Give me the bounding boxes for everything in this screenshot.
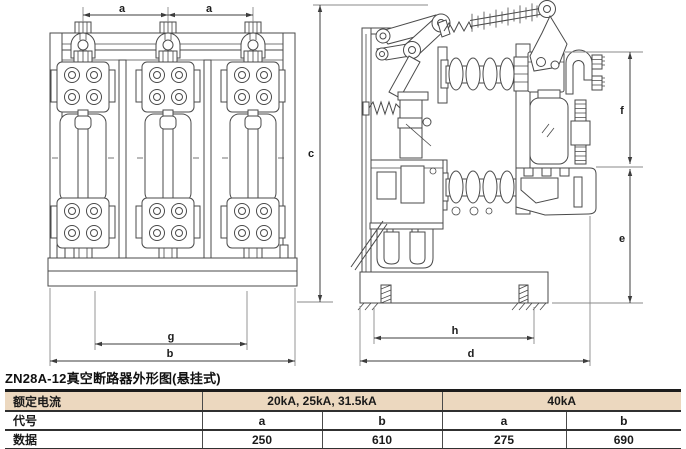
front-base-channel <box>47 257 298 287</box>
code-cell-3: a <box>441 410 566 430</box>
dim-label-a2: a <box>206 3 213 15</box>
dimension-b: b <box>49 288 296 366</box>
dim-label-b: b <box>167 348 174 360</box>
code-cell-1: a <box>201 410 322 430</box>
dim-label-a1: a <box>119 3 126 15</box>
dimension-c: c <box>297 4 428 303</box>
data-cell-1: 250 <box>201 429 322 449</box>
dim-label-d: d <box>468 348 475 360</box>
dimension-h: h <box>373 307 535 344</box>
table-row-data: 数据 250 610 275 690 <box>5 429 681 449</box>
support-strut <box>350 220 388 271</box>
terminal-pads <box>591 54 605 91</box>
dimension-f: f <box>565 51 643 168</box>
dimension-d: d <box>359 216 591 367</box>
dim-label-e: e <box>619 233 625 245</box>
lower-bushing <box>440 170 519 204</box>
data-cell-4: 690 <box>565 429 681 449</box>
dimension-e: e <box>552 169 643 304</box>
side-view-drawing: f e h <box>350 0 643 367</box>
dim-label-c: c <box>308 148 314 160</box>
code-cell-4: b <box>565 410 681 430</box>
code-cell-2: b <box>321 410 442 430</box>
data-cell-2: 610 <box>321 429 442 449</box>
pole-3 <box>220 21 286 259</box>
data-cell-3: 275 <box>441 429 566 449</box>
table-row-code: 代号 a b a b <box>5 410 681 430</box>
table-row-rated-current: 额定电流 20kA, 25kA, 31.5kA 40kA <box>5 389 681 411</box>
contact-arm-hook <box>565 49 593 95</box>
dimension-g: g <box>94 291 248 350</box>
lower-terminal-assembly <box>451 167 597 216</box>
adjusting-rod <box>570 99 591 165</box>
dim-label-g: g <box>168 331 175 343</box>
dim-label-f: f <box>620 105 624 117</box>
rated-current-label: 额定电流 <box>5 389 202 411</box>
current-group-1-header: 20kA, 25kA, 31.5kA <box>201 389 442 411</box>
pole-2 <box>135 21 201 259</box>
code-label: 代号 <box>5 410 202 430</box>
dim-label-h: h <box>452 325 459 337</box>
spec-table: 额定电流 20kA, 25kA, 31.5kA 40kA 代号 a b a b … <box>5 389 681 449</box>
dimension-a: a a <box>82 3 254 22</box>
data-label: 数据 <box>5 429 202 449</box>
opening-spring-insulator <box>437 0 556 38</box>
side-base <box>357 271 549 311</box>
operating-mechanism <box>350 91 444 271</box>
upper-bushing <box>440 56 529 92</box>
front-view-drawing: a a c g <box>47 3 428 366</box>
vacuum-interrupter <box>529 89 569 165</box>
mounting-plate <box>361 27 372 274</box>
outline-drawing: a a c g <box>47 0 643 367</box>
page-title: ZN28A-12真空断路器外形图(悬挂式) <box>5 371 221 386</box>
lever-arm <box>529 14 568 72</box>
current-group-2-header: 40kA <box>441 389 681 411</box>
